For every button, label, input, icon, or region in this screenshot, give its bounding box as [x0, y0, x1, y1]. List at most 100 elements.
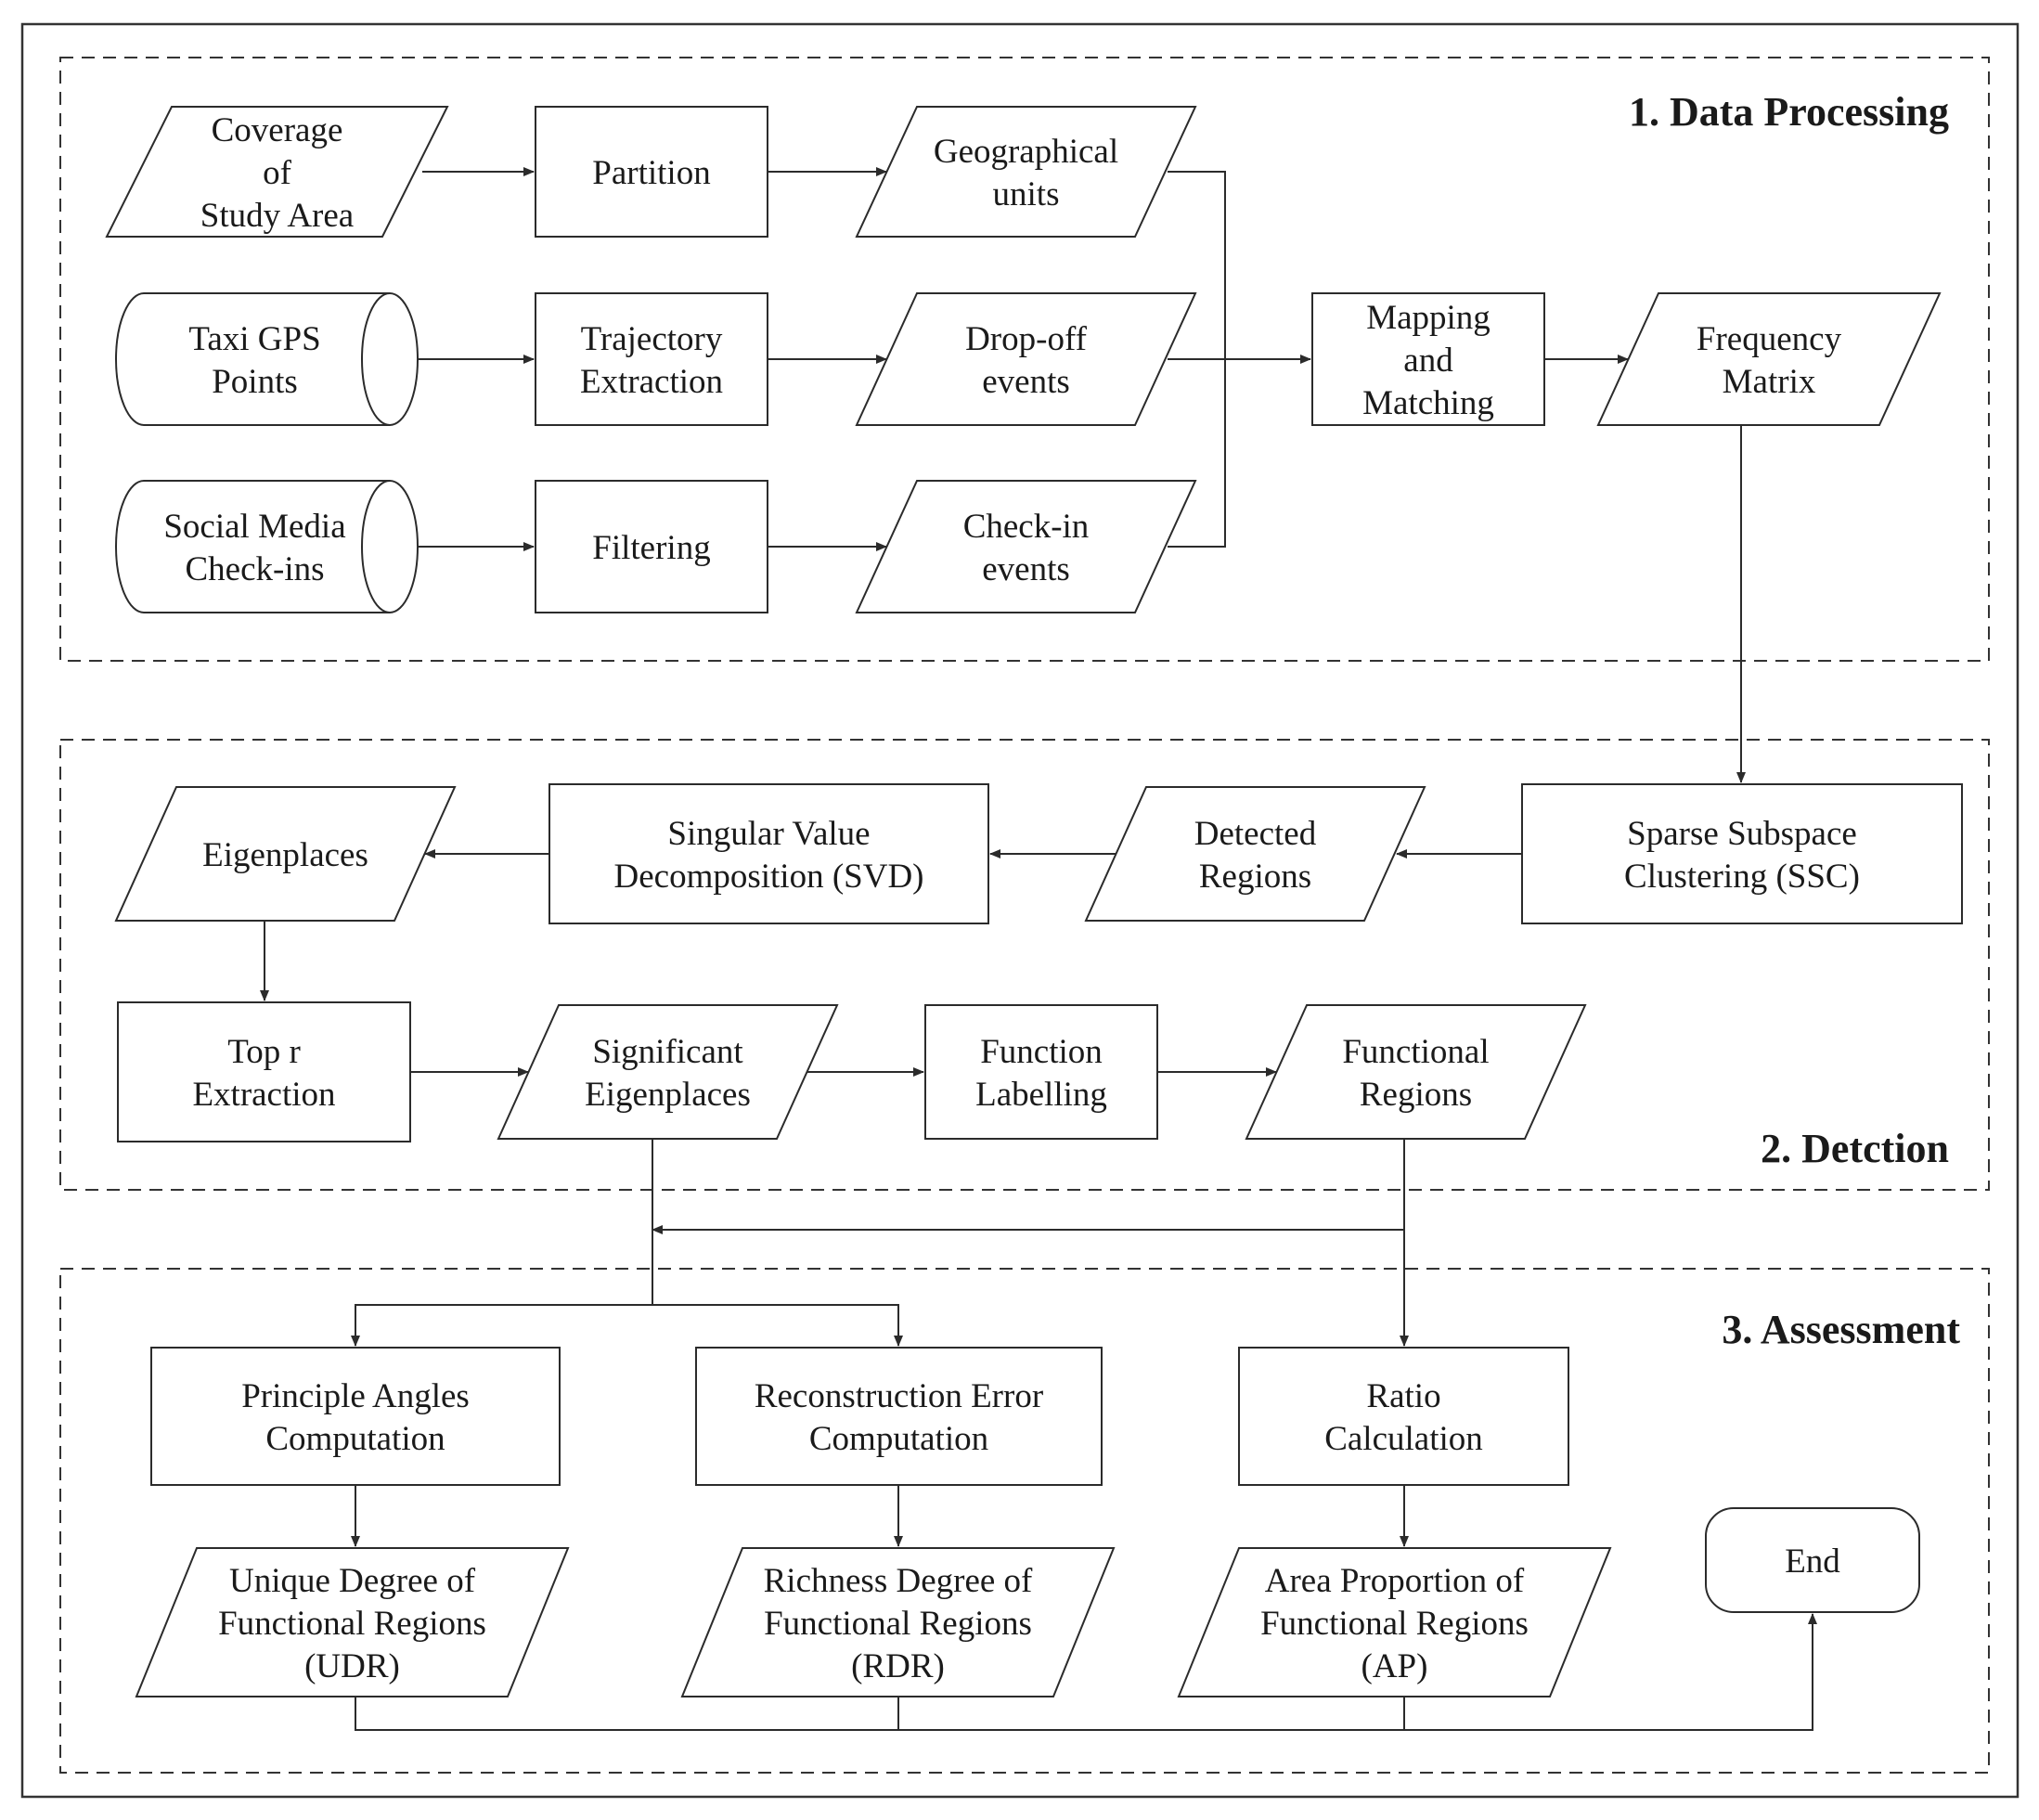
node-social-cylinder-end [361, 480, 391, 613]
node-detected-label-line: Detected [1194, 815, 1317, 853]
node-mapping-label-line: Matching [1362, 384, 1494, 422]
node-mapping-label-line: and [1403, 342, 1453, 380]
node-social-shape [115, 480, 419, 613]
node-taxi_gps-label-line: Taxi GPS [188, 320, 320, 358]
node-ratio-shape [1238, 1347, 1569, 1486]
edge-geo_units-to-mapping [1168, 171, 1226, 359]
node-mapping-shape [1311, 292, 1545, 426]
node-ssc-label-line: Clustering (SSC) [1624, 858, 1860, 896]
node-geo_units-label-line: Geographical [934, 133, 1118, 171]
node-ssc-shape [1521, 783, 1963, 924]
node-coverage-label-line: of [263, 154, 292, 192]
node-udr-label-line: Unique Degree of [229, 1562, 476, 1600]
node-partition-label-line: Partition [592, 154, 710, 192]
edge-func_regions-to-sig_eigen [652, 1139, 1405, 1234]
section-sec3-box [59, 1268, 1990, 1774]
node-mapping-label-line: Mapping [1366, 299, 1491, 337]
node-func_label-label-line: Labelling [975, 1076, 1107, 1114]
edge-checkin-to-mapping [1168, 359, 1226, 548]
node-eigen-shape [114, 786, 457, 922]
node-principle-label-line: Principle Angles [241, 1377, 470, 1415]
node-freq-label-line: Frequency [1697, 320, 1842, 358]
node-udr-label-line: (UDR) [304, 1647, 400, 1685]
node-rdr-label-line: Functional Regions [764, 1605, 1032, 1643]
node-ratio-label-line: Ratio [1366, 1377, 1440, 1415]
node-dropoff-label-line: Drop-off [965, 320, 1088, 358]
node-coverage-label-line: Coverage [212, 111, 343, 149]
node-rdr-label-line: (RDR) [851, 1647, 945, 1685]
node-checkin-label-line: Check-in [963, 508, 1090, 546]
node-ap-label-line: Area Proportion of [1265, 1562, 1525, 1600]
node-freq-label-line: Matrix [1723, 363, 1816, 401]
node-partition: Partition [535, 106, 768, 238]
node-sig_eigen-label-line: Eigenplaces [585, 1076, 751, 1114]
node-rdr-shape [680, 1547, 1116, 1697]
node-func_label-shape [924, 1004, 1158, 1140]
section-sec2-title: 2. Detction [1761, 1126, 1949, 1171]
node-geo_units-shape [855, 106, 1197, 238]
node-end: End [1705, 1507, 1920, 1613]
node-end-label-line: End [1785, 1542, 1840, 1581]
node-filtering: Filtering [535, 480, 768, 613]
node-rdr: Richness Degree of Functional Regions (RDR… [680, 1547, 1116, 1697]
node-func_label-label-line: Function [980, 1033, 1103, 1071]
section-sec1-title: 1. Data Processing [1629, 89, 1949, 135]
node-dropoff-shape [855, 292, 1197, 426]
node-eigen: Eigenplaces [114, 786, 457, 922]
node-principle-shape [150, 1347, 561, 1486]
node-topr-label-line: Extraction [192, 1076, 335, 1114]
node-svd-shape [548, 783, 989, 924]
section-sec2-box [59, 739, 1990, 1191]
node-checkin-shape [855, 480, 1197, 613]
node-detected-label-line: Regions [1199, 858, 1311, 896]
node-eigen-label-line: Eigenplaces [202, 836, 368, 874]
node-func_regions-shape [1245, 1004, 1587, 1140]
node-recon-label-line: Reconstruction Error [755, 1377, 1043, 1415]
node-ratio-label-line: Calculation [1324, 1420, 1483, 1458]
section-sec1-box [59, 57, 1990, 662]
node-trajectory-shape [535, 292, 768, 426]
node-recon-label-line: Computation [809, 1420, 988, 1458]
node-detected-shape [1084, 786, 1426, 922]
node-rdr-label-line: Richness Degree of [764, 1562, 1033, 1600]
node-func_regions-label-line: Regions [1360, 1076, 1472, 1114]
node-taxi_gps-shape [115, 292, 419, 426]
node-social-label-line: Check-ins [185, 550, 324, 588]
node-ssc-label-line: Sparse Subspace [1627, 815, 1857, 853]
node-topr-shape [117, 1001, 411, 1142]
node-partition-shape [535, 106, 768, 238]
node-filtering-label-line: Filtering [592, 529, 710, 567]
edge-udr-to-end [355, 1613, 1817, 1731]
node-ap-label-line: (AP) [1361, 1647, 1428, 1685]
node-trajectory-label-line: Extraction [580, 363, 723, 401]
edge-sig_eigen-to-recon [652, 1304, 903, 1347]
node-dropoff-label-line: events [982, 363, 1070, 401]
node-trajectory-label-line: Trajectory [581, 320, 723, 358]
node-coverage-shape [105, 106, 449, 238]
node-func_regions-label-line: Functional [1342, 1033, 1489, 1071]
edge-sig_eigen-to-principle [351, 1139, 653, 1347]
edges-layer [260, 167, 1817, 1731]
